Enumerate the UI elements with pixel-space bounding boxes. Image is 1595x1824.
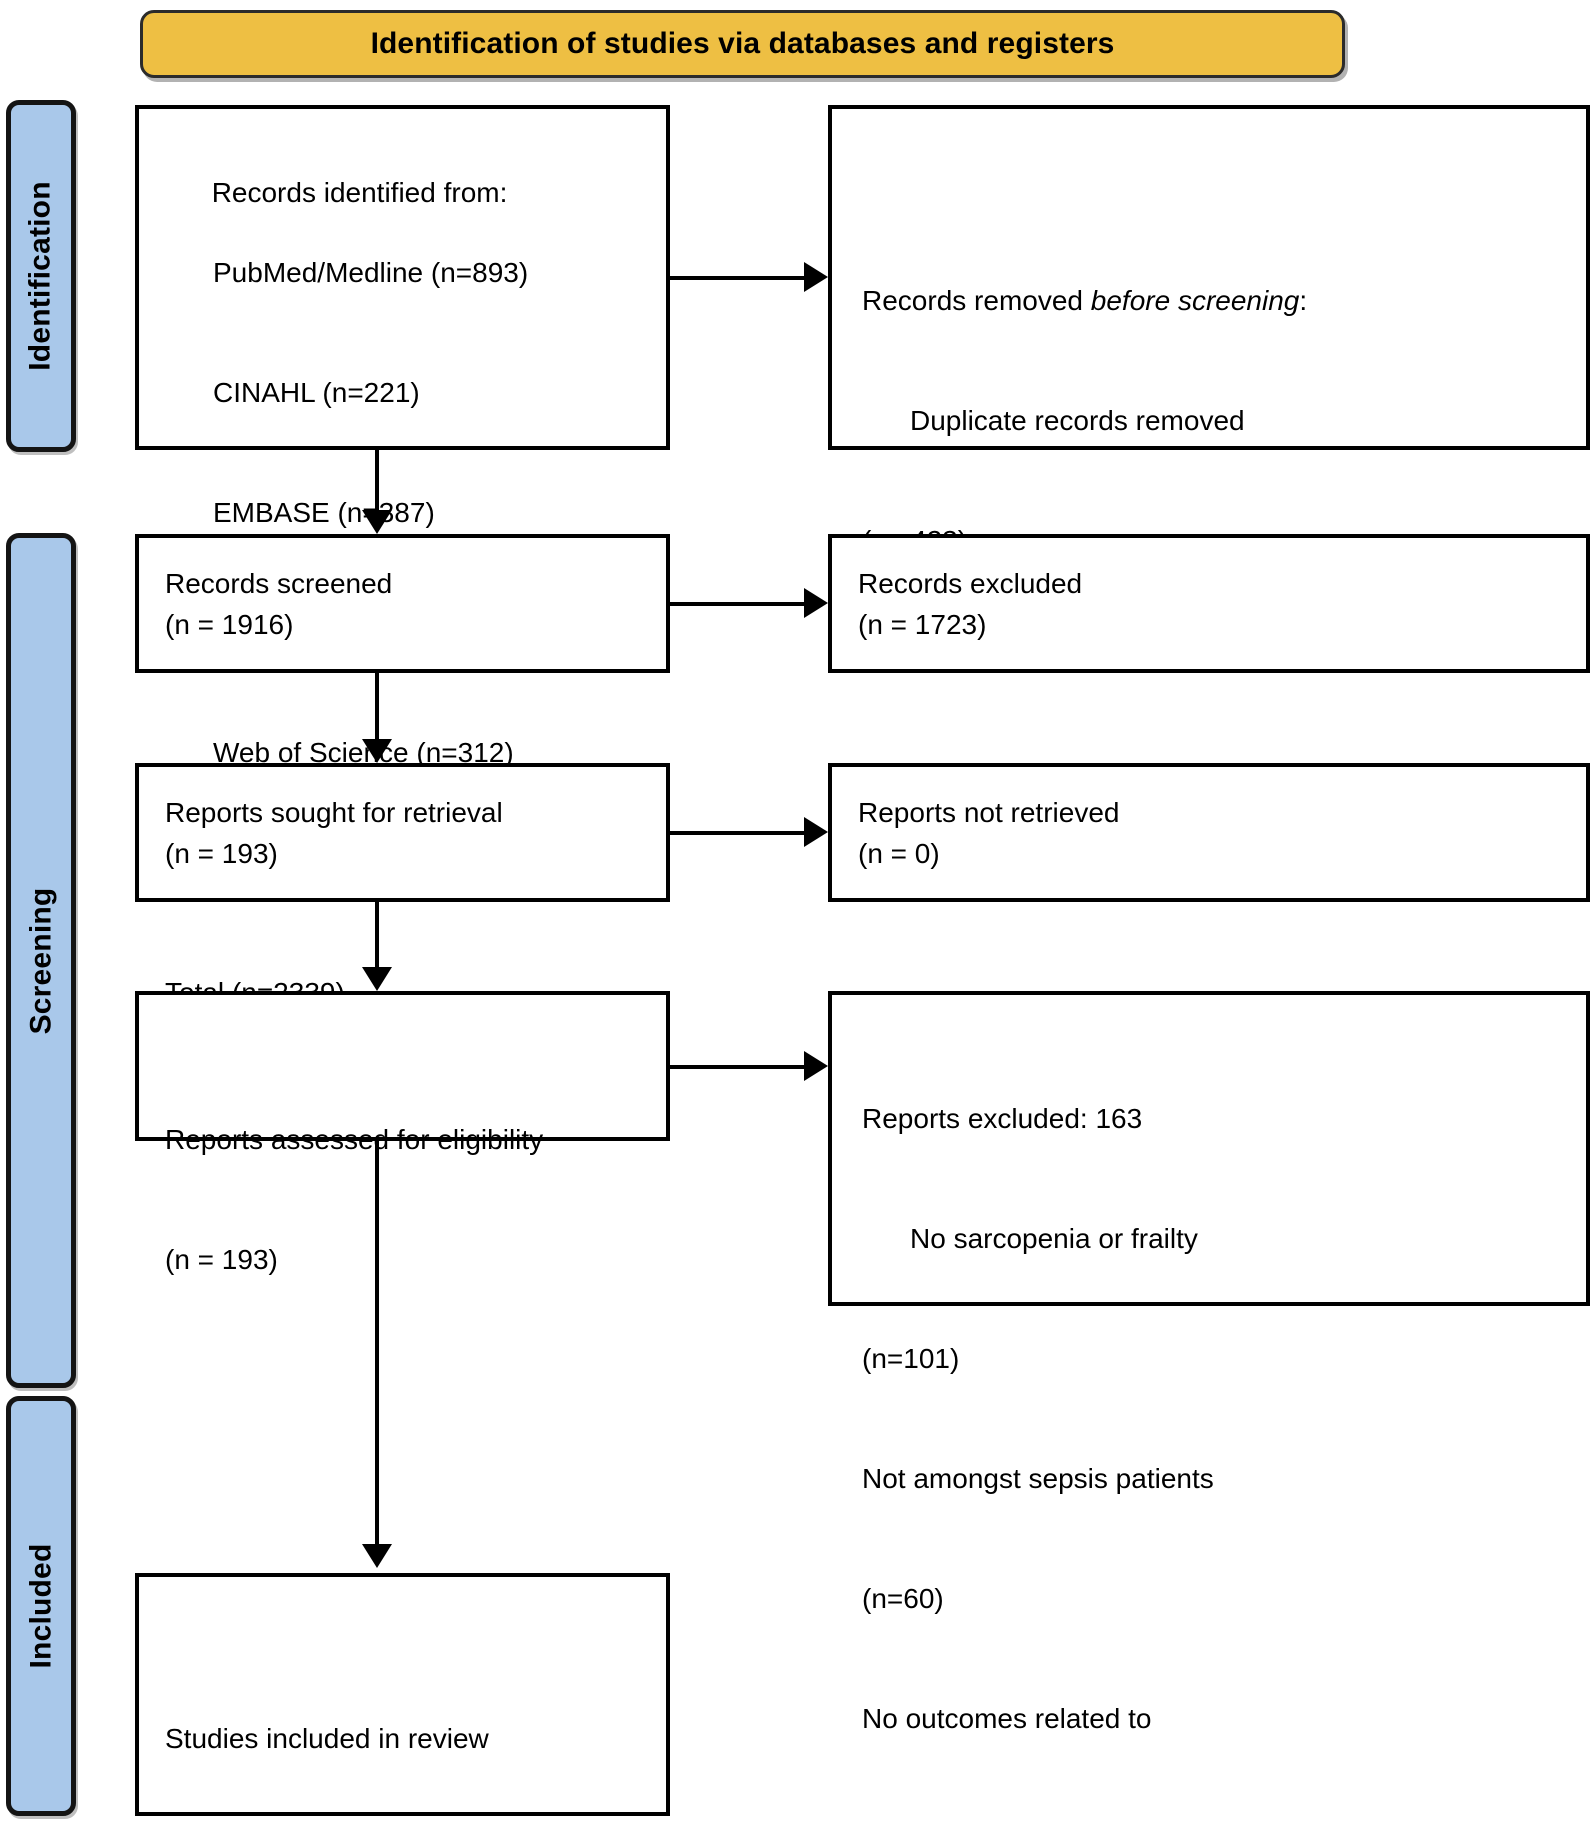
arrow-screened-to-sought-line [375,673,379,739]
arrow-assessed-to-reports-excluded-line [670,1065,804,1069]
exclusion-reason-1-count: (n=101) [862,1343,960,1374]
arrow-assessed-to-included-head [362,1544,392,1568]
box-records-removed-before-screening: Records removed before screening: Duplic… [828,105,1590,556]
reports-excluded-heading: Reports excluded: 163 [862,1103,1143,1134]
arrow-screened-to-sought-head [362,739,392,763]
arrow-screened-to-excluded-head [804,588,828,618]
source-pubmed: PubMed/Medline (n=893) [213,257,529,288]
stage-label-screening: Screening [6,533,76,1388]
box-records-screened: Records screened (n = 1916) [135,534,670,673]
records-removed-heading-italic: before screening [1090,285,1300,316]
arrow-identified-to-removed-head [804,262,828,292]
reports-sought-label: Reports sought for retrieval [165,796,503,828]
records-screened-count: (n = 1916) [165,608,294,640]
reports-assessed-label: Reports assessed for eligibility [165,1124,544,1155]
records-removed-heading-a: Records removed [862,285,1091,316]
stage-label-included-text: Included [24,1543,58,1669]
reports-assessed-count: (n = 193) [165,1244,278,1275]
source-cinahl: CINAHL (n=221) [213,377,420,408]
records-removed-heading: Records removed before screening: [862,281,1576,321]
stage-label-included: Included [6,1396,76,1816]
exclusion-reason-1: No sarcopenia or frailty [910,1223,1198,1254]
arrow-sought-to-assessed-line [375,902,379,967]
box-records-identified: Records identified from: PubMed/Medline … [135,105,670,1008]
source-embase: EMBASE (n=387) [213,497,435,528]
arrow-assessed-to-reports-excluded-head [804,1051,828,1081]
duplicate-records-removed-label: Duplicate records removed [910,405,1245,436]
records-excluded-label: Records excluded [858,567,1083,599]
studies-included-label: Studies included in review [165,1723,489,1754]
reports-not-retrieved-label: Reports not retrieved [858,796,1120,828]
box-reports-sought-for-retrieval: Reports sought for retrieval (n = 193) [135,763,670,902]
box-reports-not-retrieved: Reports not retrieved (n = 0) [828,763,1590,902]
diagram-header-banner: Identification of studies via databases … [140,10,1345,78]
arrow-sought-to-not-retrieved-head [804,817,828,847]
box-studies-included-in-review: Studies included in review (n = 30) [135,1573,670,1816]
records-excluded-count: (n = 1723) [858,608,987,640]
banner-title: Identification of studies via databases … [370,27,1115,60]
exclusion-reason-3-line2: review (n = 2) [862,1819,1576,1824]
arrow-sought-to-not-retrieved-line [670,831,804,835]
reports-not-retrieved-count: (n = 0) [858,837,940,869]
exclusion-reason-2-count: (n=60) [862,1583,944,1614]
records-identified-heading: Records identified from: [211,177,508,208]
arrow-assessed-to-included-line [375,1141,379,1544]
arrow-identified-to-screened-line [375,450,379,512]
exclusion-reason-2: Not amongst sepsis patients [862,1463,1214,1494]
box-records-excluded: Records excluded (n = 1723) [828,534,1590,673]
arrow-screened-to-excluded-line [670,602,804,606]
box-reports-assessed-for-eligibility: Reports assessed for eligibility (n = 19… [135,991,670,1275]
arrow-identified-to-screened-head [362,510,392,534]
records-removed-heading-b: : [1299,285,1308,316]
arrow-identified-to-removed-line [670,276,804,280]
stage-label-identification-text: Identification [24,181,57,371]
stage-label-identification: Identification [6,100,76,452]
arrow-sought-to-assessed-head [362,967,392,991]
stage-label-screening-text: Screening [24,887,58,1034]
box-reports-excluded: Reports excluded: 163 No sarcopenia or f… [828,991,1590,1824]
records-screened-label: Records screened [165,567,393,599]
reports-sought-count: (n = 193) [165,837,278,869]
exclusion-reason-3-line1: No outcomes related to [862,1703,1152,1734]
